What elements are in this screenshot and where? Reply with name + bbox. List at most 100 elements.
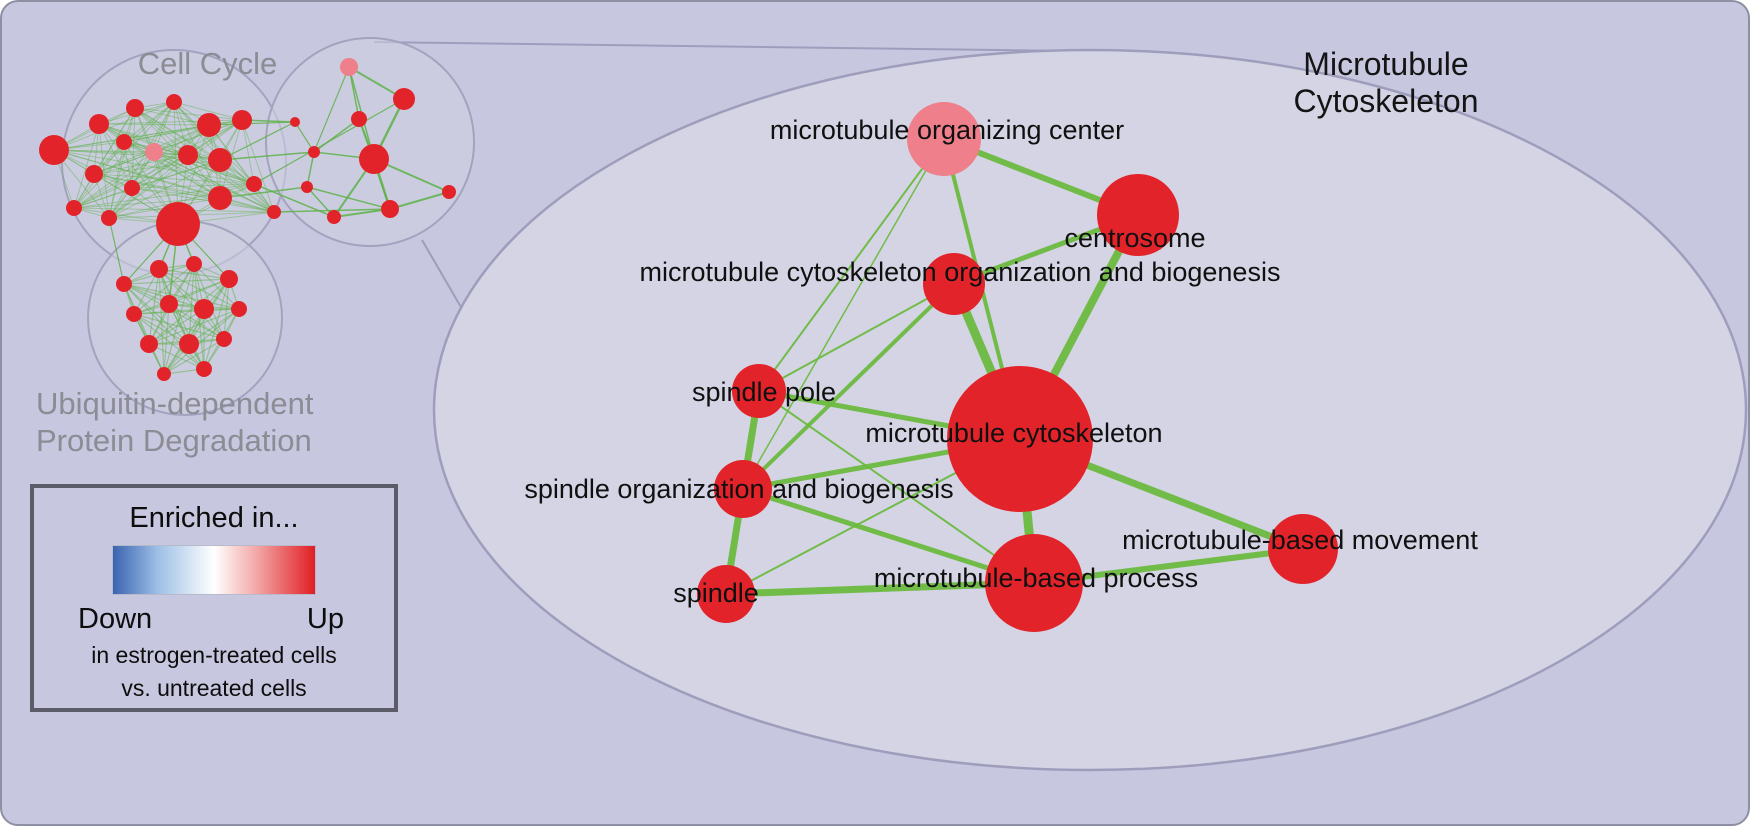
detail-edge-moc-spindle_pole <box>758 138 945 392</box>
overview-node <box>340 58 358 76</box>
overview-edge <box>133 313 190 345</box>
overview-edge <box>98 123 210 126</box>
overview-edge <box>123 141 221 199</box>
overview-edge <box>163 338 225 375</box>
overview-edge <box>219 151 315 161</box>
legend-caption-line2: vs. untreated cells <box>121 675 307 701</box>
overview-edge <box>93 101 175 175</box>
node-label-moc: microtubule organizing center <box>770 115 1124 145</box>
overview-edge <box>153 119 243 153</box>
overview-edge <box>108 183 255 219</box>
overview-edge <box>93 173 255 185</box>
overview-edge <box>131 183 255 189</box>
legend: Enriched in... Down Up in estrogen-treat… <box>30 484 398 712</box>
overview-node <box>66 200 82 216</box>
detail-edge-mco-spindle_org <box>741 282 956 491</box>
overview-edge <box>187 154 275 213</box>
overview-edge <box>333 208 391 218</box>
overview-edge <box>53 149 221 199</box>
overview-node <box>197 113 221 137</box>
detail-ellipse <box>432 48 1748 772</box>
overview-edge <box>108 159 221 219</box>
overview-edge <box>313 118 360 153</box>
legend-title: Enriched in... <box>129 502 299 534</box>
ubiquitin-label-line1: Ubiquitin-dependent <box>36 386 314 421</box>
node-spindle_org <box>714 460 772 518</box>
overview-edge <box>153 151 221 199</box>
overview-edge <box>173 101 243 121</box>
overview-edge <box>73 151 155 209</box>
node-label-spindle: spindle <box>673 578 759 608</box>
overview-edge <box>131 107 136 189</box>
overview-edge <box>306 186 391 210</box>
zoom-connector-line <box>373 41 1073 52</box>
node-centrosome <box>1097 174 1179 256</box>
overview-edge <box>188 308 240 345</box>
overview-edge <box>53 149 179 225</box>
overview-edge <box>158 268 205 370</box>
overview-edge <box>134 107 210 126</box>
overview-edge <box>53 149 255 185</box>
overview-edge <box>173 101 255 185</box>
overview-node <box>39 135 69 165</box>
overview-edge <box>241 119 275 213</box>
legend-up-label: Up <box>306 603 344 635</box>
overview-node <box>351 111 367 127</box>
node-mco <box>923 253 985 315</box>
overview-edge <box>133 308 240 315</box>
overview-edge <box>163 303 170 375</box>
overview-edge <box>123 283 205 310</box>
cluster-label-ubiquitin: Ubiquitin-dependent Protein Degradation <box>36 386 314 459</box>
overview-edge <box>131 187 221 199</box>
overview-edge <box>73 159 221 209</box>
overview-edge <box>134 107 189 156</box>
overview-edge <box>131 154 189 189</box>
overview-edge <box>148 343 205 370</box>
overview-edge <box>153 151 255 185</box>
node-spindle_pole <box>732 364 786 418</box>
overview-edge <box>123 141 221 161</box>
overview-edge <box>134 107 255 185</box>
overview-node <box>116 276 132 292</box>
overview-node <box>126 306 142 322</box>
overview-edge <box>73 187 133 209</box>
overview-node <box>89 114 109 134</box>
legend-caption-line1: in estrogen-treated cells <box>91 642 337 668</box>
overview-edge <box>188 263 195 345</box>
overview-edge <box>193 263 240 310</box>
overview-edge <box>153 151 275 213</box>
overview-node <box>101 210 117 226</box>
overview-edge <box>98 123 189 156</box>
overview-edge <box>123 278 230 285</box>
overview-edge <box>208 121 296 126</box>
microtubule-label-line1: Microtubule <box>1303 46 1469 82</box>
overview-edge <box>123 119 243 143</box>
overview-edge <box>123 283 165 375</box>
overview-edge <box>134 107 243 121</box>
overview-edge <box>123 101 175 143</box>
overview-edge <box>93 173 221 199</box>
overview-edge <box>53 149 275 213</box>
overview-node <box>179 334 199 354</box>
overview-edge <box>108 101 175 219</box>
overview-node <box>381 200 399 218</box>
overview-edge <box>203 278 230 370</box>
overview-edge <box>133 263 195 315</box>
overview-edge <box>93 154 189 175</box>
overview-node <box>145 143 163 161</box>
overview-edge <box>148 308 240 345</box>
overview-edge <box>93 151 155 175</box>
overview-node <box>160 295 178 313</box>
overview-edge <box>73 107 136 209</box>
overview-edge <box>208 124 275 213</box>
overview-edge <box>173 101 221 161</box>
overview-node <box>196 361 212 377</box>
overview-edge <box>158 268 230 280</box>
overview-edge <box>53 149 155 153</box>
node-label-spindle_pole: spindle pole <box>692 377 836 407</box>
node-label-mc: microtubule cytoskeleton <box>865 418 1162 448</box>
detail-edge-spindle-mbp <box>725 579 1035 598</box>
overview-edge <box>253 98 405 185</box>
overview-edge <box>163 308 240 375</box>
